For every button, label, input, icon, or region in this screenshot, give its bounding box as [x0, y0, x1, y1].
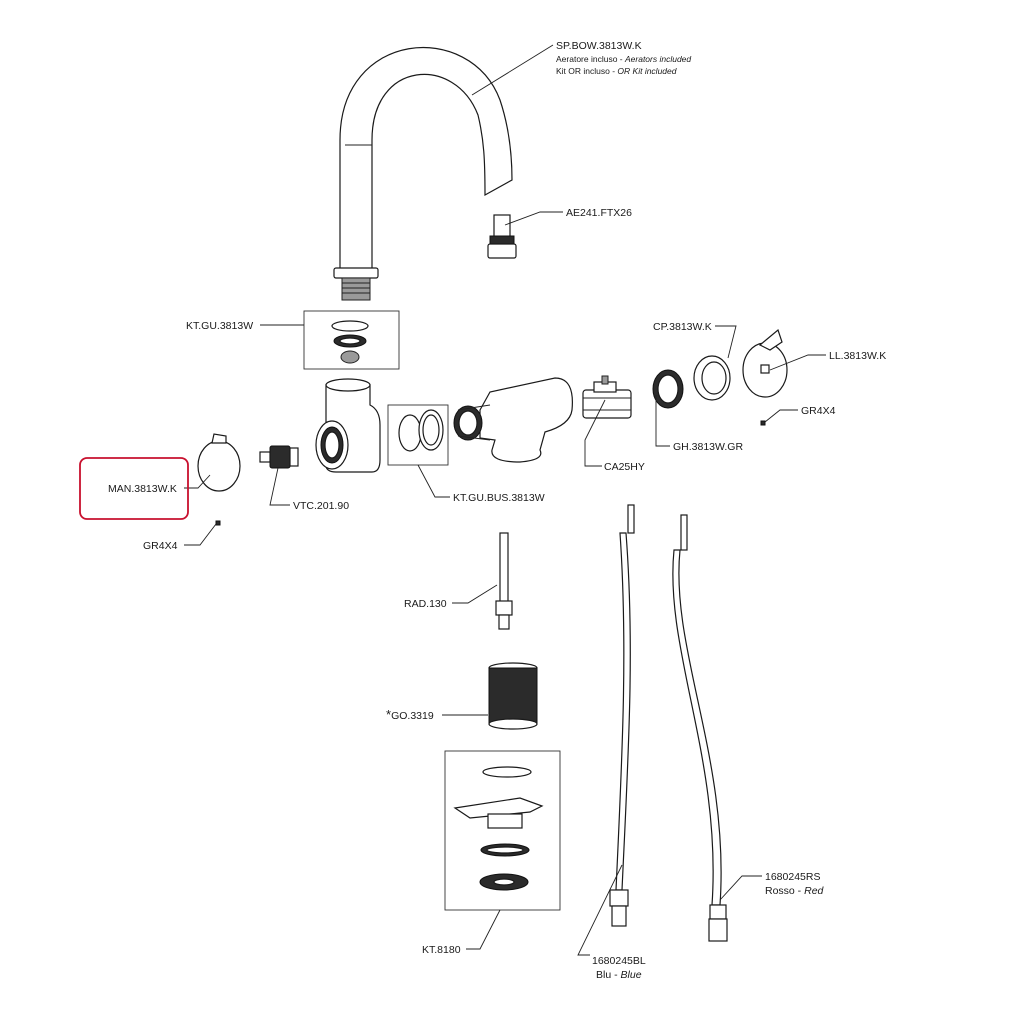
kt-gu-part — [303, 310, 400, 370]
leader-sp-bow — [471, 44, 554, 96]
label-kt-gu: KT.GU.3813W — [186, 320, 253, 332]
label-vtc: VTC.201.90 — [293, 500, 349, 512]
rad-part — [495, 532, 513, 630]
handle-body-part — [453, 377, 573, 463]
grub-screw-left — [215, 520, 221, 526]
label-ae241: AE241.FTX26 — [566, 207, 632, 219]
label-go: *GO.3319 — [386, 707, 434, 722]
highlight-man-box — [79, 457, 189, 520]
mixer-body-part — [315, 378, 381, 473]
kt-8180-part — [444, 750, 561, 911]
aerator-part — [487, 214, 517, 259]
label-rad: RAD.130 — [404, 598, 447, 610]
spout-part — [333, 46, 513, 301]
label-man: MAN.3813W.K — [108, 483, 177, 495]
label-cp: CP.3813W.K — [653, 321, 712, 333]
gh-ring-part — [652, 369, 684, 409]
red-hose-part — [672, 514, 728, 942]
label-ca25hy: CA25HY — [604, 461, 645, 473]
label-sp-bow: SP.BOW.3813W.K — [556, 40, 642, 52]
leader-hose-red — [719, 875, 762, 901]
label-ll: LL.3813W.K — [829, 350, 886, 362]
vtc-valve-part — [259, 445, 299, 469]
label-sp-bow-note2: Kit OR incluso - OR Kit included — [556, 66, 677, 76]
label-kt8180: KT.8180 — [422, 944, 461, 956]
cp-cap-part — [693, 355, 731, 401]
label-kt-gu-bus: KT.GU.BUS.3813W — [453, 492, 545, 504]
leader-ca25hy — [584, 399, 606, 467]
leader-kt8180 — [466, 909, 501, 950]
man-cap-part — [197, 433, 241, 492]
go-part — [488, 662, 538, 730]
cartridge-part — [582, 375, 632, 419]
label-hose-red-color: Rosso - Red — [765, 885, 825, 897]
leader-gr4x4-left — [184, 523, 217, 546]
ll-lever-part — [742, 328, 788, 398]
leader-hose-blue — [577, 864, 623, 956]
kt-gu-bus-part — [387, 404, 449, 466]
leader-gh — [655, 395, 670, 447]
leader-rad — [452, 584, 498, 604]
leader-cp — [715, 325, 737, 359]
blue-hose-part — [609, 504, 635, 927]
label-gr4x4-left: GR4X4 — [143, 540, 178, 552]
label-hose-red: 1680245RS — [765, 871, 820, 883]
label-sp-bow-note1: Aeratore incluso - Aerators included — [556, 54, 691, 64]
leader-ae241 — [504, 211, 563, 226]
grub-screw-right — [760, 420, 766, 426]
label-hose-blue-color: Blu - Blue — [596, 969, 642, 981]
leader-vtc — [269, 467, 290, 506]
leader-kt-gu-bus — [417, 464, 450, 498]
leader-ll — [769, 354, 826, 371]
label-gh: GH.3813W.GR — [673, 441, 743, 453]
label-gr4x4-right: GR4X4 — [801, 405, 836, 417]
leader-gr4x4-right — [764, 409, 798, 423]
label-hose-blue: 1680245BL — [592, 955, 646, 967]
